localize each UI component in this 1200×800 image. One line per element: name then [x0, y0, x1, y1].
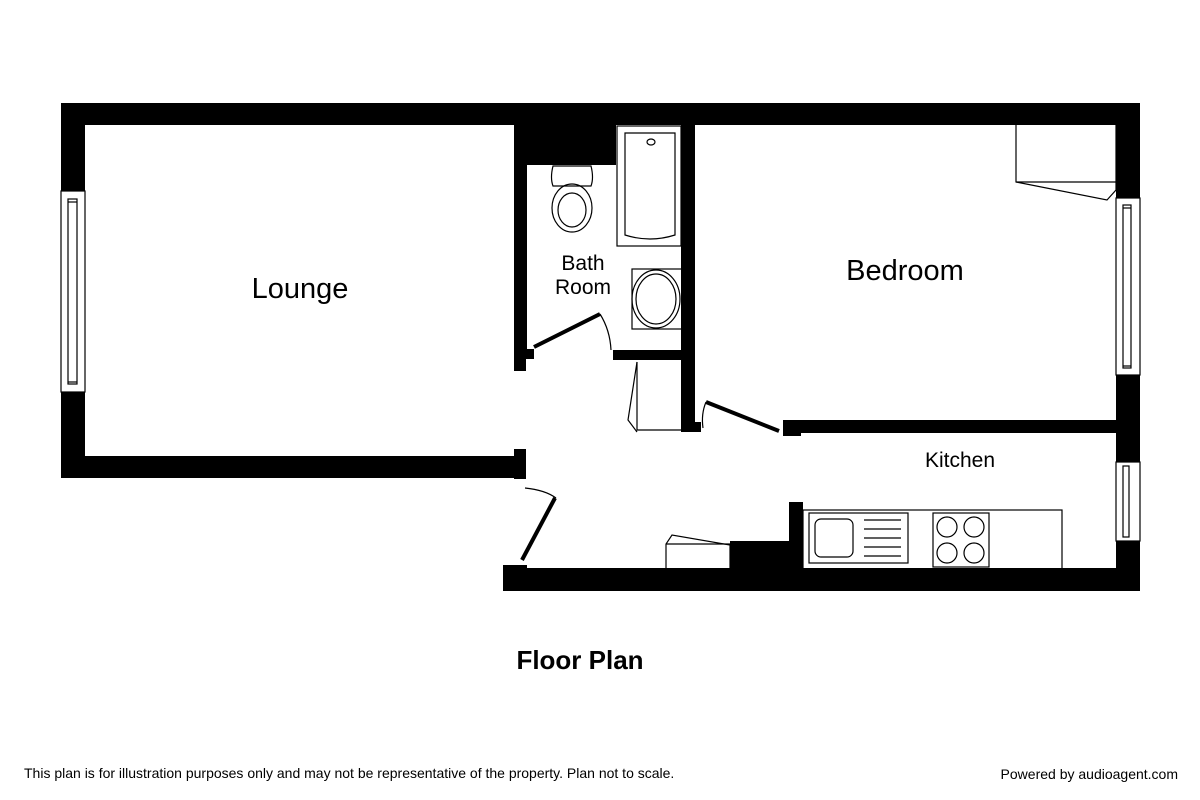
- bathtub: [616, 125, 682, 247]
- room-label-kitchen: Kitchen: [924, 449, 996, 472]
- window-lounge: [60, 190, 86, 393]
- window-bedroom: [1115, 197, 1141, 376]
- toilet: [550, 165, 594, 233]
- hob: [932, 512, 990, 568]
- kitchen-worktop: [802, 509, 1063, 570]
- plan-title: Floor Plan: [516, 645, 644, 675]
- washbasin: [631, 268, 683, 330]
- room-label-bedroom: Bedroom: [846, 255, 964, 287]
- cupboards: [627, 125, 1117, 568]
- room-label-bathroom: Bath Room: [538, 252, 628, 300]
- window-kitchen: [1115, 461, 1141, 542]
- walls: [61, 103, 1140, 591]
- room-label-bath-line1: Bath: [561, 252, 605, 275]
- room-label-lounge: Lounge: [251, 273, 349, 305]
- room-label-bath-line2: Room: [554, 276, 612, 300]
- doors: [520, 312, 780, 561]
- sink: [808, 512, 909, 564]
- powered-by-text: Powered by audioagent.com: [1000, 766, 1178, 782]
- disclaimer-text: This plan is for illustration purposes o…: [24, 765, 675, 781]
